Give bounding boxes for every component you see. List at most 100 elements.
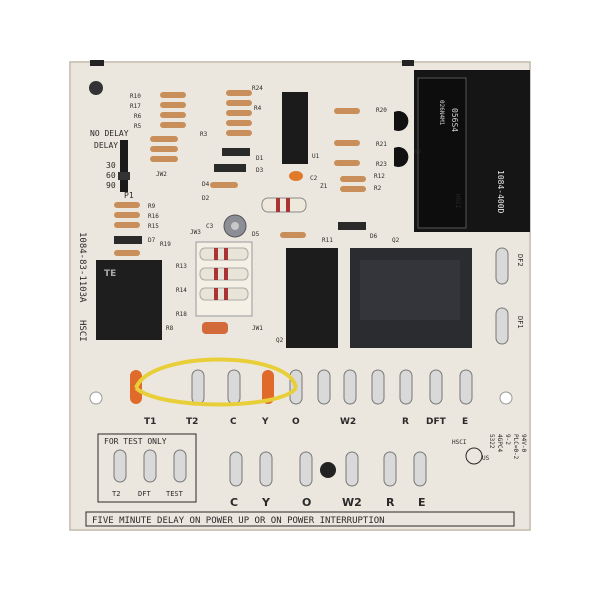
yellow-jumper-wire	[134, 357, 298, 389]
mount-hole-tl	[89, 81, 103, 95]
ref-c3: C3	[206, 223, 214, 230]
ref-r6: R6	[134, 113, 142, 120]
ref-r23: R23	[376, 161, 387, 168]
delay-label: DELAY	[94, 141, 118, 150]
delay-90: 90	[106, 181, 116, 190]
ref-r20: R20	[376, 107, 387, 114]
ref-c2: C2	[310, 175, 318, 182]
ref-k3: R8	[166, 325, 174, 332]
term-label-dft: DFT	[426, 417, 447, 427]
relay-k3	[96, 260, 162, 340]
ref-r2: R2	[374, 185, 382, 192]
ref-r13: R13	[176, 263, 187, 270]
lot-code-4: 5322	[488, 434, 495, 449]
df2-label: DF2	[516, 254, 524, 267]
term-label-r: R	[402, 417, 409, 427]
test-label-test: TEST	[166, 490, 184, 498]
term-label-t2: T2	[186, 417, 198, 427]
terminal-row-bottom	[229, 451, 427, 487]
ref-r15: R15	[148, 223, 159, 230]
no-delay-label: NO DELAY	[90, 129, 129, 138]
ref-d6: D6	[370, 233, 378, 240]
p1-label: P1	[124, 191, 134, 200]
ul-us: US	[482, 455, 490, 462]
ul-hsci: HSCI	[452, 439, 467, 446]
transistor-q1	[394, 147, 409, 168]
ref-d4: D4	[202, 181, 210, 188]
ref-k2: Q2	[276, 337, 284, 344]
jumper-header	[120, 140, 128, 192]
delay-60: 60	[106, 171, 116, 180]
term-label-c: C	[230, 417, 237, 427]
relay-k2	[286, 248, 338, 348]
capacitor-small	[202, 322, 228, 334]
ref-jw1: JW1	[252, 325, 263, 332]
ref-d2: D2	[202, 195, 210, 202]
mount-hole-bottom	[320, 462, 336, 478]
hsci-left: HSCI	[77, 320, 87, 342]
resistor-group-mid	[210, 90, 252, 188]
relay-brand: TE	[104, 269, 116, 279]
ref-r18: R18	[176, 311, 187, 318]
bottom-label-r: R	[386, 496, 395, 509]
lot-code-1: PLC=0-2	[512, 434, 519, 460]
caption-box	[85, 511, 515, 527]
ref-d5: D5	[252, 231, 260, 238]
transistor-q2	[394, 110, 409, 131]
term-label-t1: T1	[144, 417, 156, 427]
term-label-w2: W2	[340, 417, 356, 427]
ref-r24: R24	[252, 85, 263, 92]
test-box-title: FOR TEST ONLY	[104, 437, 167, 446]
ref-u1: U1	[312, 153, 320, 160]
test-terminal-t2	[113, 449, 127, 483]
ref-z1: Z1	[320, 183, 328, 190]
test-label-dft: DFT	[138, 490, 151, 498]
resistor-group-right	[280, 108, 366, 238]
ref-r4: R4	[254, 105, 262, 112]
foot-top	[90, 60, 104, 66]
terminal-df1	[495, 307, 509, 345]
mount-hole-br	[499, 391, 513, 405]
ref-r11: R11	[322, 237, 333, 244]
term-label-y: Y	[261, 417, 269, 427]
ref-r19: R19	[160, 241, 171, 248]
lot-code-5: 94V-0	[520, 434, 527, 452]
ic-u1	[282, 92, 308, 164]
test-terminal-test	[173, 449, 187, 483]
ref-d3: D3	[256, 167, 264, 174]
terminal-row-top	[130, 369, 473, 405]
ref-jw2: JW2	[156, 171, 167, 178]
ref-r12: R12	[374, 173, 385, 180]
resistor-group-midleft	[114, 202, 142, 256]
ref-r17: R17	[130, 103, 141, 110]
delay-30: 30	[106, 161, 116, 170]
ref-q1: R7	[414, 149, 422, 156]
ref-d7: D7	[148, 237, 156, 244]
ref-r9: R9	[148, 203, 156, 210]
bottom-label-c: C	[230, 496, 238, 509]
df1-label: DF1	[516, 316, 524, 329]
sticker-text-1: 056S4	[450, 108, 459, 132]
bottom-label-o: O	[302, 496, 311, 509]
ref-d1: D1	[256, 155, 264, 162]
ref-r21: R21	[376, 141, 387, 148]
label-vertical: 1084-400D	[496, 170, 505, 214]
test-label-t2: T2	[112, 490, 120, 498]
bottom-label-w2: W2	[342, 496, 362, 509]
part-number: 1084-83-1103A	[77, 232, 87, 303]
term-label-o: O	[292, 417, 300, 427]
hsci-right: HSCI	[454, 194, 461, 209]
ref-r14: R14	[176, 287, 187, 294]
resistor-group-left	[150, 92, 186, 162]
mount-hole-bl	[89, 391, 103, 405]
test-terminal-dft	[143, 449, 157, 483]
capacitor-orange	[289, 171, 303, 181]
lot-code-2: 9-2	[504, 434, 511, 445]
ref-jw3: JW3	[190, 229, 201, 236]
terminal-df2	[495, 247, 509, 285]
bottom-label-e: E	[418, 496, 426, 509]
jumper-cap	[118, 172, 130, 180]
bottom-label-y: Y	[261, 496, 271, 509]
sticker-text-2: 026N4M1	[438, 100, 445, 126]
ref-r16: R16	[148, 213, 159, 220]
